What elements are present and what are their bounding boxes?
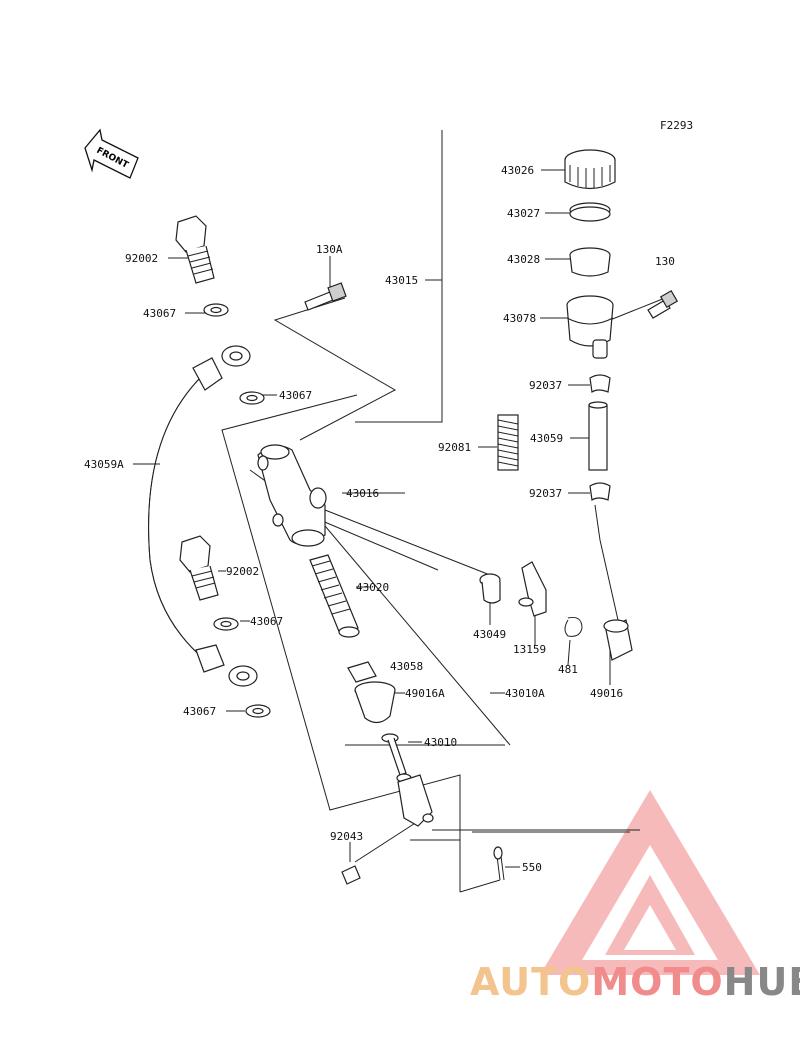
brake-hose-icon (148, 345, 258, 687)
label-43015: 43015 (385, 274, 418, 287)
bolt-130-icon (647, 289, 679, 319)
bolt-130a-icon (304, 282, 347, 311)
label-92002-lower: 92002 (226, 565, 259, 578)
label-43078: 43078 (503, 312, 536, 325)
seal-43058-icon (347, 661, 377, 683)
part-labels: 43026 43027 43028 130 43078 92037 43059 … (84, 164, 675, 874)
watermark-part-auto: AUTO (470, 960, 592, 1004)
washer-43067-lower-icon (245, 704, 271, 718)
label-43028: 43028 (507, 253, 540, 266)
watermark-part-moto: MOTO (591, 960, 724, 1004)
reservoir-cap-icon (564, 149, 616, 190)
label-92002-upper: 92002 (125, 252, 158, 265)
label-43059a: 43059A (84, 458, 124, 471)
label-43058: 43058 (390, 660, 423, 673)
label-43020: 43020 (356, 581, 389, 594)
banjo-bolt-lower-icon (179, 535, 219, 601)
label-43067-mid: 43067 (250, 615, 283, 628)
joint-pin-icon (341, 865, 361, 885)
label-43059: 43059 (530, 432, 563, 445)
push-rod-icon (381, 733, 434, 827)
label-49016: 49016 (590, 687, 623, 700)
master-cylinder-body-icon (257, 444, 327, 547)
label-49016a: 49016A (405, 687, 445, 700)
label-43067-upper: 43067 (143, 307, 176, 320)
watermark-part-hub: HUB (723, 960, 800, 1004)
label-43026: 43026 (501, 164, 534, 177)
circlip-481-icon (564, 617, 583, 637)
fitting-13159-icon (518, 561, 547, 617)
label-130a: 130A (316, 243, 343, 256)
washer-43067-upper-icon (203, 303, 229, 317)
diaphragm-plate-icon (569, 202, 611, 222)
label-550: 550 (522, 861, 542, 874)
washer-43067-mid-icon (213, 617, 239, 631)
label-92037-lower: 92037 (529, 487, 562, 500)
piston-assembly-icon (309, 554, 360, 638)
cotter-pin-icon (493, 846, 505, 881)
clamp-lower-icon (589, 482, 611, 502)
figure-code: F2293 (660, 119, 693, 132)
grommet-43049-icon (479, 573, 501, 604)
clamp-upper-icon (589, 374, 611, 394)
hose-joint-49016-icon (603, 619, 633, 661)
spring-92081-icon (497, 414, 519, 471)
label-92081: 92081 (438, 441, 471, 454)
label-43010a: 43010A (505, 687, 545, 700)
banjo-bolt-upper-icon (175, 215, 215, 284)
label-13159: 13159 (513, 643, 546, 656)
front-arrow-icon: FRONT (84, 128, 139, 179)
label-43016: 43016 (346, 487, 379, 500)
boot-49016a-icon (354, 681, 396, 724)
reservoir-hose-icon (588, 401, 608, 471)
washer-43067-hose-icon (239, 391, 265, 405)
label-92037-upper: 92037 (529, 379, 562, 392)
diaphragm-icon (569, 247, 611, 277)
label-43067-hose: 43067 (279, 389, 312, 402)
label-481: 481 (558, 663, 578, 676)
label-43027: 43027 (507, 207, 540, 220)
watermark-text: AUTOMOTOHUB (470, 960, 800, 1004)
reservoir-tank-icon (566, 295, 614, 359)
label-130: 130 (655, 255, 675, 268)
watermark-logo-icon (540, 790, 760, 975)
label-43010: 43010 (424, 736, 457, 749)
label-43067-lower: 43067 (183, 705, 216, 718)
label-43049: 43049 (473, 628, 506, 641)
label-92043: 92043 (330, 830, 363, 843)
